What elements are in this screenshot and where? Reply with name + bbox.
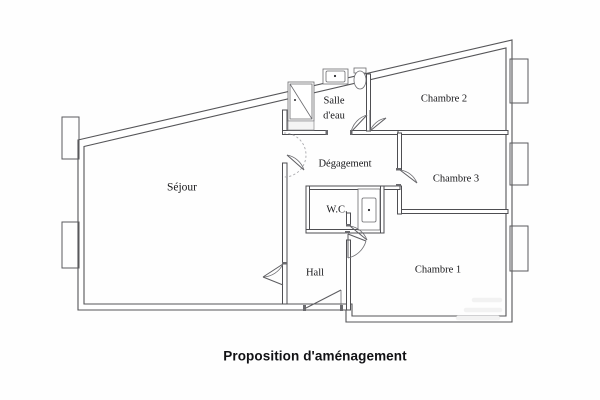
room-labels: Séjour Salle d'eau Dégagement W.C. Hall … — [167, 93, 479, 278]
room-label-wc: W.C. — [326, 204, 347, 215]
room-label-sejour: Séjour — [167, 182, 197, 194]
opening-sejour-degagement — [283, 132, 307, 178]
room-label-salle-eau-line1: Salle — [324, 95, 345, 106]
window-left-lower — [61, 221, 80, 269]
room-label-chambre1: Chambre 1 — [415, 264, 461, 275]
door-chambre1 — [346, 224, 368, 241]
door-salledeau — [325, 114, 368, 135]
door-wc — [345, 231, 367, 259]
watermark — [455, 297, 503, 321]
window-right-upper — [509, 58, 529, 104]
room-label-salle-eau-line2: d'eau — [323, 110, 345, 121]
wc-wall-right — [380, 185, 385, 234]
doors — [262, 110, 418, 311]
shower-tray-icon — [287, 81, 315, 131]
wc-wall-left — [305, 185, 310, 234]
toilet-bowl-icon — [353, 67, 367, 90]
partition-chambre2-chambre3 — [397, 130, 509, 135]
door-chambre2 — [369, 110, 387, 132]
window-left-upper — [61, 116, 80, 160]
wash-basin-icon — [322, 68, 349, 85]
partition-sejour-degagement — [282, 109, 288, 133]
door-chambre3 — [396, 168, 418, 187]
window-right-lower — [509, 225, 529, 272]
wc-fixtures — [357, 188, 381, 231]
partition-degagement-chambre3-lower — [397, 185, 402, 215]
plan-caption: Proposition d'aménagement — [223, 349, 407, 364]
room-label-chambre2: Chambre 2 — [421, 93, 467, 104]
partition-salledeau-chambre2 — [366, 73, 371, 132]
salle-deau-fixtures — [287, 67, 367, 131]
partition-sejour-hall — [282, 162, 288, 305]
wc-wall-top — [305, 185, 401, 190]
room-label-degagement: Dégagement — [318, 158, 371, 169]
window-right-middle — [509, 142, 529, 186]
room-label-hall: Hall — [306, 267, 324, 278]
partition-degagement-chambre3 — [397, 132, 402, 171]
entrance-door — [303, 289, 343, 311]
partition-salledeau-degagement-right — [351, 130, 401, 135]
room-label-chambre3: Chambre 3 — [433, 173, 479, 184]
windows — [61, 58, 529, 272]
door-sejour-hall — [262, 262, 287, 286]
partition-chambre3-chambre1 — [397, 209, 509, 214]
